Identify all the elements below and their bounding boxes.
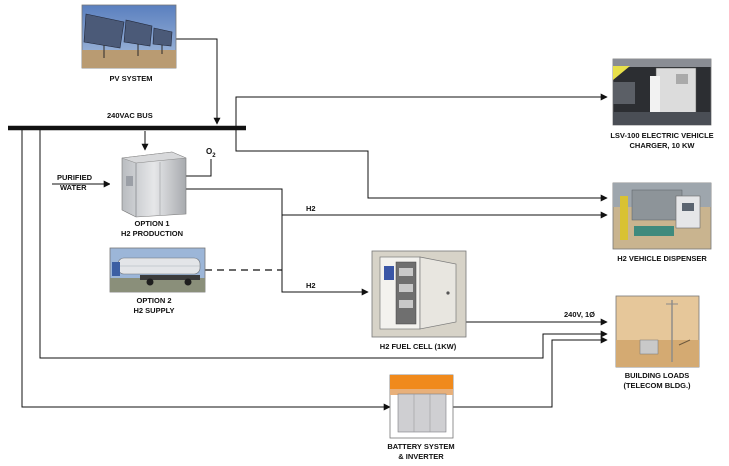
battery-label-line2: & INVERTER [398,452,444,461]
option2-label-line2: H2 SUPPLY [134,306,175,315]
o2-label: O2 [206,147,216,159]
tube-trailer-photo [109,247,206,293]
fuel-cell-photo [371,250,467,338]
bus-to-battery-line [21,128,391,411]
h2-dispenser-photo [612,182,712,250]
electrolyzer-photo [110,151,187,218]
bus-to-dispenser-line [235,128,608,202]
battery-label-line1: BATTERY SYSTEM [387,442,454,451]
ev-charger-label-line2: CHARGER, 10 KW [629,141,695,150]
pv-array-photo [81,4,177,69]
h2-to-fuel-cell-line [281,215,369,296]
battery-cabinet-photo [389,374,454,439]
building-loads-label-line2: (TELECOM BLDG.) [623,381,691,390]
building-loads-label-line1: BUILDING LOADS [625,371,690,380]
h2-to-dispenser-line [186,188,608,219]
pv-to-bus-line [176,38,221,125]
telecom-building-photo [615,295,700,368]
bus-to-ev-charger-line [235,93,608,128]
diagram-labels: PV SYSTEM 240VAC BUS PURIFIED WATER O2 O… [57,74,714,461]
h2-top-label: H2 [306,204,316,213]
ev-charger-photo [612,58,712,126]
connection-lines [8,38,608,411]
fuel-cell-label: H2 FUEL CELL (1KW) [380,342,457,351]
option1-label-line2: H2 PRODUCTION [121,229,183,238]
purified-water-label-line1: PURIFIED [57,173,93,182]
option2-label-line1: OPTION 2 [136,296,171,305]
h2-mid-label: H2 [306,281,316,290]
purified-water-label-line2: WATER [60,183,87,192]
option1-label-line1: OPTION 1 [134,219,169,228]
h2-dispenser-label: H2 VEHICLE DISPENSER [617,254,707,263]
o2-vent-line [186,159,212,177]
bus-to-building-line [39,128,608,359]
battery-to-building-line [453,336,608,408]
power-spec-label: 240V, 1Ø [564,310,595,319]
ac-bus-label: 240VAC BUS [107,111,153,120]
ev-charger-label-line1: LSV-100 ELECTRIC VEHICLE [610,131,713,140]
pv-system-label: PV SYSTEM [110,74,153,83]
